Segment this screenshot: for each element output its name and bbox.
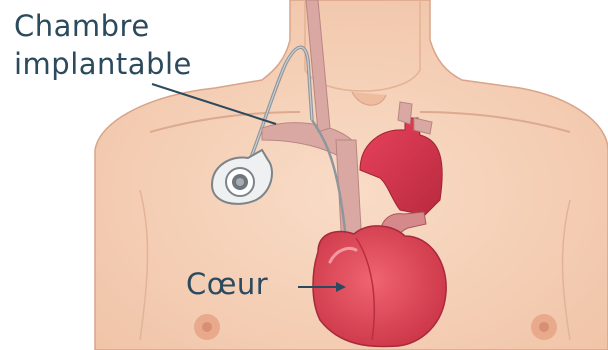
- label-chambre-line2: implantable: [14, 46, 192, 82]
- aorta-branch: [398, 102, 412, 124]
- label-coeur: Cœur: [186, 266, 268, 302]
- nipple-right: [531, 314, 557, 340]
- label-chambre-line1: Chambre: [14, 8, 150, 44]
- nipple-left: [194, 314, 220, 340]
